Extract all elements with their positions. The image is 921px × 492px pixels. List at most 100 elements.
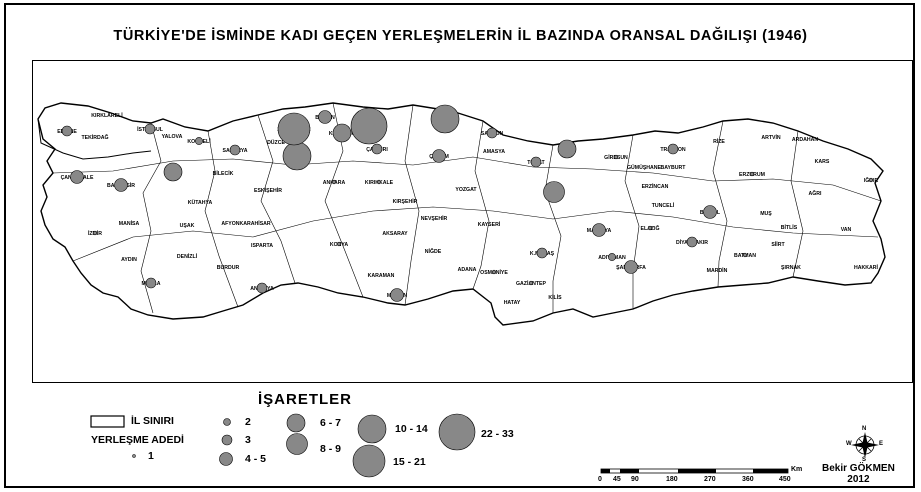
province-symbol (491, 269, 497, 275)
province-label: MUŞ (760, 211, 772, 217)
province-border-line (404, 104, 420, 306)
province-symbol (486, 127, 498, 139)
province-label: NEVŞEHİR (421, 215, 448, 222)
province-label: MARDİN (707, 267, 728, 274)
scale-tick-360: 360 (742, 476, 754, 483)
province-label: VAN (841, 227, 852, 233)
province-symbol (163, 162, 183, 182)
legend-label-22-33: 22 - 33 (481, 428, 514, 440)
province-label: DÜZCE (267, 139, 285, 146)
province-symbol (536, 247, 548, 259)
province-label: HATAY (504, 300, 521, 306)
province-border-line (790, 130, 804, 278)
compass-s: S (862, 457, 867, 463)
scale-tick-180: 180 (666, 476, 678, 483)
map-area: KIRKLARELİEDİRNETEKİRDAĞİSTANBULÇANAKKAL… (32, 60, 913, 383)
province-border-line (624, 134, 640, 309)
legend-symbol-15-21 (352, 444, 386, 478)
legend-symbol-6-7 (286, 413, 306, 433)
country-outline (37, 102, 886, 326)
legend-symbol-22-33 (438, 413, 476, 451)
legend-symbol-4-5 (219, 452, 233, 466)
province-symbol (376, 179, 382, 185)
legend-label-15-21: 15 - 21 (393, 456, 426, 468)
province-label: YALOVA (162, 134, 183, 140)
province-label: AMASYA (483, 149, 505, 155)
province-symbol (613, 154, 619, 160)
province-symbol (70, 170, 84, 184)
province-symbol (318, 110, 332, 124)
province-symbol (667, 143, 679, 155)
legend-label-3: 3 (245, 434, 251, 446)
legend-label-2: 2 (245, 416, 251, 428)
scale-bar (600, 468, 789, 474)
legend-symbol-1 (132, 454, 136, 458)
province-symbol (432, 149, 446, 163)
scale-unit: Km (791, 466, 803, 473)
compass-rose-icon (851, 432, 879, 458)
province-label: NİĞDE (425, 247, 442, 255)
compass-n: N (862, 426, 867, 432)
province-label: RİZE (713, 138, 725, 145)
province-label: UŞAK (180, 223, 195, 229)
province-border-line (257, 114, 296, 284)
province-label: ADANA (458, 267, 477, 273)
province-border-line (72, 206, 879, 262)
province-symbol (557, 139, 577, 159)
province-symbol (592, 223, 606, 237)
province-border-line (204, 130, 239, 308)
province-symbol (608, 253, 616, 261)
province-label: ISPARTA (251, 243, 273, 249)
province-label: MANİSA (119, 220, 140, 227)
province-symbol (530, 156, 542, 168)
province-label: TEKİRDAĞ (81, 133, 108, 141)
province-symbol (703, 205, 717, 219)
province-symbol (350, 107, 388, 145)
author-name: Bekir GÖKMEN (822, 463, 895, 474)
province-symbol (647, 225, 653, 231)
province-label: AFYONKARAHİSAR (221, 220, 271, 227)
province-symbol (114, 178, 128, 192)
province-label: KÜTAHYA (188, 199, 213, 206)
province-label: SİİRT (771, 241, 785, 248)
province-symbol (145, 277, 157, 289)
province-label: AKSARAY (382, 231, 408, 237)
scale-tick-45: 45 (613, 476, 621, 483)
province-border-line (52, 156, 882, 202)
province-label: AYDIN (121, 257, 137, 263)
legend-label-4-5: 4 - 5 (245, 453, 267, 465)
province-symbol (195, 137, 203, 145)
province-border-line (544, 144, 562, 313)
province-label: ESKİŞEHİR (254, 187, 282, 194)
province-label: AĞRI (809, 189, 823, 197)
province-label: DENİZLİ (177, 253, 198, 260)
province-label: BURDUR (217, 265, 240, 271)
legend-label-1: 1 (148, 450, 154, 462)
province-symbol (144, 123, 156, 135)
province-symbol (868, 177, 874, 183)
compass-w: W (846, 441, 852, 447)
legend-label-8-9: 8 - 9 (320, 443, 342, 455)
province-label: BAYBURT (661, 165, 687, 171)
province-label: TUNCELİ (652, 202, 675, 209)
province-label: BİLECİK (213, 170, 234, 177)
province-symbol (543, 181, 565, 203)
province-label: GÜMÜŞHANE (627, 164, 662, 171)
province-label: YOZGAT (455, 187, 477, 193)
province-symbol (256, 282, 268, 294)
province-symbol (528, 280, 534, 286)
scale-tick-450: 450 (779, 476, 791, 483)
province-symbol (749, 171, 755, 177)
province-symbol (331, 179, 337, 185)
province-border-label: İL SINIRI (131, 415, 174, 427)
scale-tick-90: 90 (631, 476, 639, 483)
compass-e: E (879, 441, 884, 447)
province-symbol (332, 123, 352, 143)
legend-symbol-3 (221, 434, 233, 446)
province-symbol (624, 260, 638, 274)
province-symbol (92, 230, 98, 236)
province-symbol (336, 241, 342, 247)
proportional-symbols (61, 104, 874, 302)
province-label: KİLİS (548, 294, 562, 301)
